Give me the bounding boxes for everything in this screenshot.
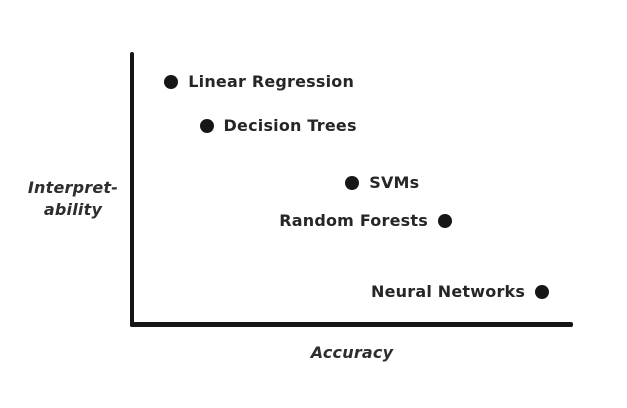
x-axis-label: Accuracy <box>310 343 394 362</box>
point-marker-icon <box>199 118 214 133</box>
point-marker-icon <box>164 74 179 89</box>
point-marker-icon <box>437 213 452 228</box>
point-marker-icon <box>345 175 360 190</box>
y-axis-label: Interpret- ability <box>22 177 124 221</box>
point-label: Decision Trees <box>223 115 357 135</box>
y-axis-label-line1: Interpret- <box>27 178 119 197</box>
point-marker-icon <box>535 284 550 299</box>
point-label: SVMs <box>369 172 420 192</box>
point-label: Random Forests <box>279 210 428 230</box>
y-axis-label-line2: ability <box>43 200 103 219</box>
point-label: Neural Networks <box>371 281 526 301</box>
y-axis-line <box>130 52 134 327</box>
point-label: Linear Regression <box>188 71 355 91</box>
x-axis-line <box>130 322 573 327</box>
